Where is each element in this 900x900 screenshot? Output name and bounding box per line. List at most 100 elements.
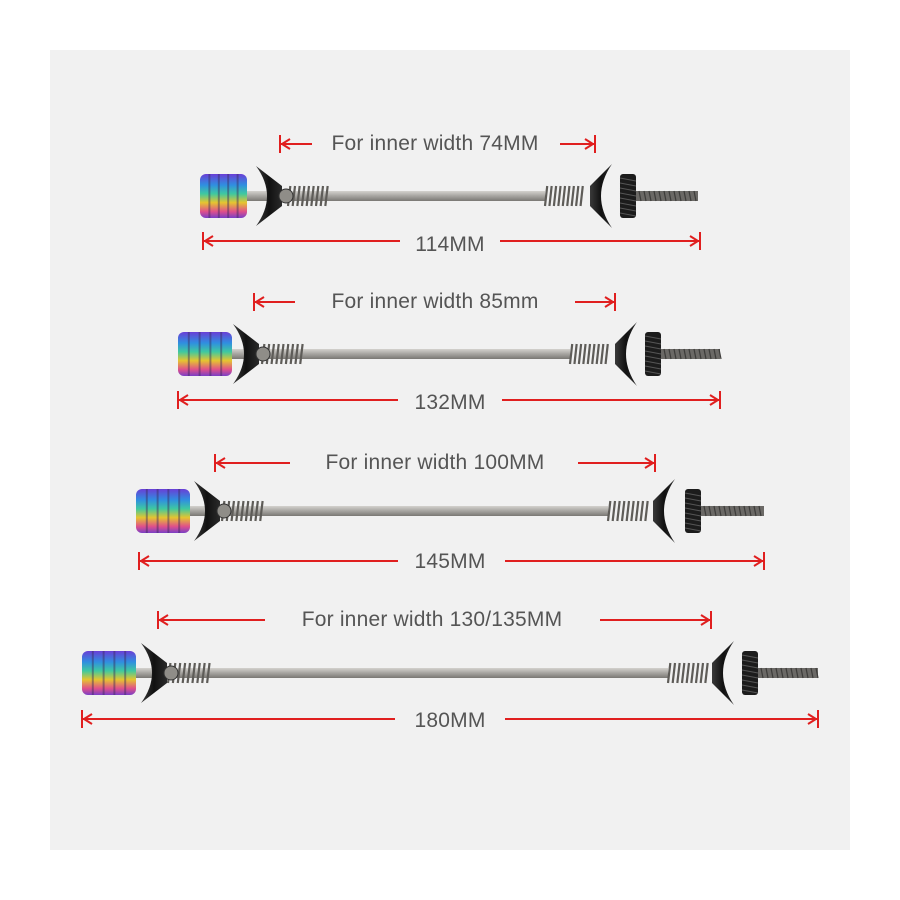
thread-mark-3 bbox=[738, 505, 742, 517]
knurl-mark-1 bbox=[619, 212, 637, 217]
thread-mark-3 bbox=[718, 505, 722, 517]
knurl-mark-1 bbox=[619, 192, 637, 197]
left-bearing-3 bbox=[216, 503, 232, 519]
thread-mark-1 bbox=[673, 190, 677, 202]
right-spring-2 bbox=[568, 343, 609, 365]
length-label-3: 145MM bbox=[414, 550, 486, 573]
rainbow-end-cap-1 bbox=[200, 174, 247, 218]
knurl-mark-4 bbox=[741, 679, 759, 684]
inner-width-arrow-right-1 bbox=[584, 138, 595, 150]
left-cone-3 bbox=[194, 481, 220, 541]
length-arrow-right-4 bbox=[807, 713, 818, 725]
rainbow-end-cap-3 bbox=[136, 489, 190, 533]
knurl-mark-3 bbox=[684, 492, 702, 497]
thread-mark-3 bbox=[743, 505, 747, 517]
length-arrow-left-3 bbox=[139, 555, 150, 567]
thread-mark-4 bbox=[805, 667, 809, 679]
product-photo-background bbox=[50, 50, 850, 850]
knurl-mark-1 bbox=[619, 197, 637, 202]
inner-width-label-2: For inner width 85mm bbox=[331, 290, 539, 313]
knurl-mark-2 bbox=[644, 365, 662, 370]
knurl-mark-1 bbox=[619, 187, 637, 192]
thread-mark-4 bbox=[785, 667, 789, 679]
inner-width-label-3: For inner width 100MM bbox=[325, 451, 545, 474]
thread-mark-3 bbox=[713, 505, 717, 517]
thread-mark-3 bbox=[728, 505, 732, 517]
thread-mark-2 bbox=[678, 348, 682, 360]
knurl-mark-2 bbox=[644, 355, 662, 360]
thread-mark-2 bbox=[703, 348, 707, 360]
knurl-mark-4 bbox=[741, 669, 759, 674]
length-arrow-right-3 bbox=[753, 555, 764, 567]
knurl-mark-1 bbox=[619, 177, 637, 182]
thread-mark-1 bbox=[678, 190, 682, 202]
thread-mark-4 bbox=[770, 667, 774, 679]
threaded-end-3 bbox=[701, 506, 764, 516]
rainbow-end-cap-4 bbox=[82, 651, 136, 695]
skewer-shaft-4 bbox=[136, 668, 668, 678]
inner-width-label-1: For inner width 74MM bbox=[331, 132, 539, 155]
thread-mark-1 bbox=[683, 190, 687, 202]
right-cone-4 bbox=[712, 641, 734, 705]
right-spring-3 bbox=[606, 500, 649, 522]
knurl-mark-3 bbox=[684, 527, 702, 532]
thread-mark-2 bbox=[708, 348, 712, 360]
thread-mark-3 bbox=[758, 505, 762, 517]
thread-mark-2 bbox=[698, 348, 702, 360]
right-spring-4 bbox=[666, 662, 709, 684]
right-cone-2 bbox=[615, 322, 637, 386]
thread-mark-4 bbox=[775, 667, 779, 679]
right-cone-3 bbox=[653, 479, 675, 543]
knurl-mark-1 bbox=[619, 202, 637, 207]
thread-mark-1 bbox=[668, 190, 672, 202]
knurl-mark-4 bbox=[741, 689, 759, 694]
knurl-mark-2 bbox=[644, 360, 662, 365]
thread-mark-3 bbox=[753, 505, 757, 517]
knurl-mark-3 bbox=[684, 507, 702, 512]
thread-mark-3 bbox=[733, 505, 737, 517]
thread-mark-1 bbox=[643, 190, 647, 202]
left-bearing-4 bbox=[163, 665, 179, 681]
thread-mark-3 bbox=[748, 505, 752, 517]
knurl-mark-2 bbox=[644, 335, 662, 340]
thread-mark-4 bbox=[815, 667, 819, 679]
knurl-mark-3 bbox=[684, 517, 702, 522]
threaded-end-4 bbox=[758, 668, 818, 678]
inner-width-arrow-right-3 bbox=[644, 457, 655, 469]
knurl-mark-4 bbox=[741, 664, 759, 669]
length-label-4: 180MM bbox=[414, 709, 486, 732]
left-bearing-2 bbox=[255, 346, 271, 362]
knurl-mark-2 bbox=[644, 345, 662, 350]
left-cone-4 bbox=[141, 643, 167, 703]
inner-width-arrow-right-4 bbox=[700, 614, 711, 626]
thread-mark-2 bbox=[673, 348, 677, 360]
thread-mark-4 bbox=[765, 667, 769, 679]
length-label-1: 114MM bbox=[415, 233, 485, 256]
thread-mark-1 bbox=[653, 190, 657, 202]
thread-mark-1 bbox=[658, 190, 662, 202]
thread-mark-4 bbox=[760, 667, 764, 679]
left-bearing-1 bbox=[278, 188, 294, 204]
length-arrow-left-2 bbox=[178, 394, 189, 406]
skewer-shaft-1 bbox=[247, 191, 545, 201]
inner-width-arrow-right-2 bbox=[604, 296, 615, 308]
left-cone-2 bbox=[233, 324, 259, 384]
length-arrow-left-4 bbox=[82, 713, 93, 725]
thread-mark-1 bbox=[638, 190, 642, 202]
thread-mark-4 bbox=[795, 667, 799, 679]
thread-mark-1 bbox=[648, 190, 652, 202]
skewer-shaft-2 bbox=[232, 349, 570, 359]
thread-mark-1 bbox=[663, 190, 667, 202]
length-arrow-left-1 bbox=[203, 235, 214, 247]
thread-mark-2 bbox=[683, 348, 687, 360]
inner-width-label-4: For inner width 130/135MM bbox=[301, 608, 563, 631]
knurl-mark-3 bbox=[684, 522, 702, 527]
knurl-mark-4 bbox=[741, 654, 759, 659]
thread-mark-2 bbox=[668, 348, 672, 360]
thread-mark-2 bbox=[693, 348, 697, 360]
thread-mark-3 bbox=[708, 505, 712, 517]
length-arrow-right-2 bbox=[709, 394, 720, 406]
thread-mark-4 bbox=[780, 667, 784, 679]
